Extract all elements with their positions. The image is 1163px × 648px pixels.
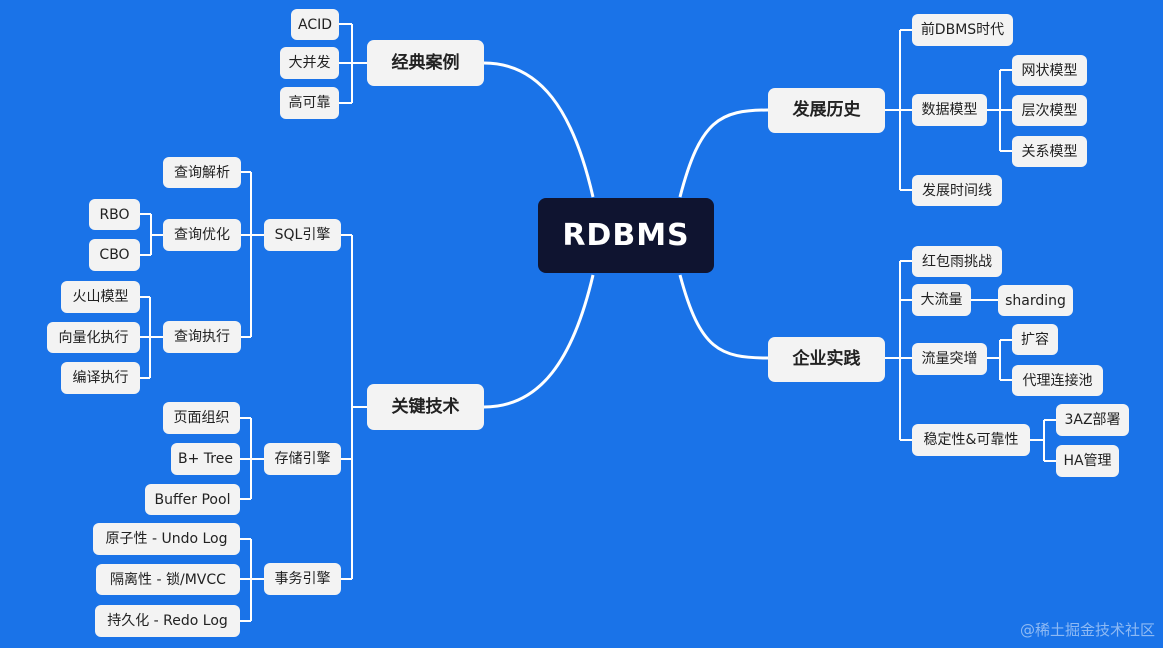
node-red-packet[interactable]: 红包雨挑战 [912,246,1002,277]
node-page-org[interactable]: 页面组织 [163,402,240,434]
link-root-history [678,108,769,198]
node-execute[interactable]: 查询执行 [163,321,241,353]
link-practice-bracket [885,260,912,441]
node-parse[interactable]: 查询解析 [163,157,241,188]
node-sharding[interactable]: sharding [998,285,1073,316]
link-history-bracket [885,29,912,191]
link-optimize-bracket [140,213,163,256]
node-rbo[interactable]: RBO [89,199,140,230]
watermark-text: @稀土掘金技术社区 [1019,621,1155,639]
node-data-models[interactable]: 数据模型 [912,94,987,126]
link-surge-bracket [987,339,1012,381]
node-scale-out[interactable]: 扩容 [1012,324,1058,355]
topic-history[interactable]: 发展历史 [768,88,885,133]
link-tech-bracket [341,234,367,580]
topic-cases[interactable]: 经典案例 [367,40,484,86]
node-btree[interactable]: B+ Tree [171,443,240,475]
link-stability-bracket [1030,419,1056,462]
link-sql-bracket [241,171,264,338]
node-reliability[interactable]: 高可靠 [280,87,339,119]
node-big-traffic[interactable]: 大流量 [912,284,971,316]
node-network-model[interactable]: 网状模型 [1012,55,1087,86]
node-cbo[interactable]: CBO [89,239,140,271]
node-relational-model[interactable]: 关系模型 [1012,136,1087,167]
node-hierarchical-model[interactable]: 层次模型 [1012,95,1087,126]
link-execute-bracket [140,296,163,379]
node-proxy-pool[interactable]: 代理连接池 [1012,365,1103,396]
node-atomicity[interactable]: 原子性 - Undo Log [93,523,240,555]
link-root-tech [483,274,595,409]
node-volcano[interactable]: 火山模型 [61,281,140,313]
node-optimize[interactable]: 查询优化 [163,219,241,251]
link-storage-bracket [240,417,264,500]
node-durability[interactable]: 持久化 - Redo Log [95,605,240,637]
topic-tech[interactable]: 关键技术 [367,384,484,430]
topic-practice[interactable]: 企业实践 [768,337,885,382]
link-models-bracket [987,69,1012,152]
node-pre-dbms[interactable]: 前DBMS时代 [912,14,1013,46]
node-concurrency[interactable]: 大并发 [280,47,339,79]
node-traffic-surge[interactable]: 流量突增 [912,343,987,375]
node-vectorized[interactable]: 向量化执行 [47,322,140,353]
node-ha[interactable]: HA管理 [1056,445,1119,477]
node-compiled[interactable]: 编译执行 [61,362,140,394]
link-txn-bracket [240,538,264,622]
node-acid[interactable]: ACID [291,9,339,40]
node-txn-engine[interactable]: 事务引擎 [264,563,341,595]
node-stability[interactable]: 稳定性&可靠性 [912,424,1030,456]
node-buffer-pool[interactable]: Buffer Pool [145,484,240,515]
root-node[interactable]: RDBMS [538,198,714,273]
node-isolation[interactable]: 隔离性 - 锁/MVCC [96,564,240,595]
node-storage-engine[interactable]: 存储引擎 [264,443,341,475]
link-root-cases [483,61,595,198]
node-timeline[interactable]: 发展时间线 [912,175,1002,206]
link-cases-bracket [339,23,367,104]
node-three-az[interactable]: 3AZ部署 [1056,404,1129,436]
link-root-practice [678,274,769,360]
node-sql-engine[interactable]: SQL引擎 [264,219,341,251]
